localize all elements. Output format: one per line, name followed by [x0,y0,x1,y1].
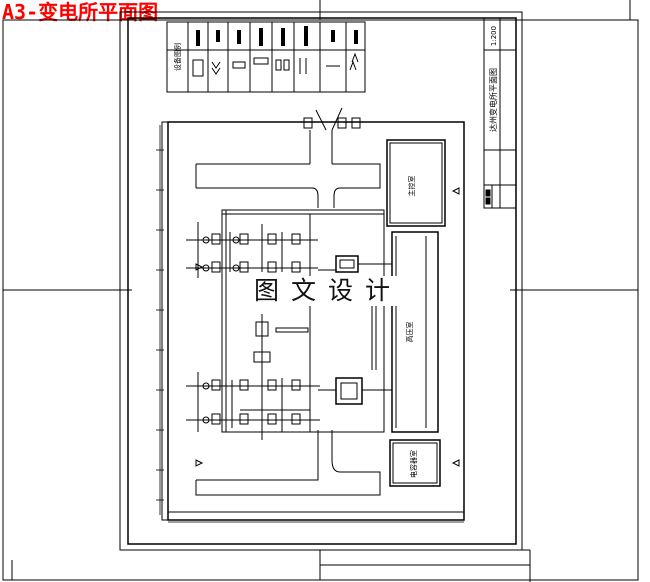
upper-bays [186,222,318,278]
main-transformers [318,255,392,405]
gate [303,107,361,131]
title-block: 达州变电所平面图 1:200 [483,17,517,209]
markers [195,187,460,467]
switchyard-fence [221,209,385,433]
dimension-chain-left [156,125,164,515]
lower-bays [186,372,320,432]
watermark-text: 图文设计 [248,276,408,306]
main-control-room-label: 主控室 [407,176,416,197]
hv-room-label: 高压室 [405,322,414,343]
legend-table: 设备图例 [166,21,366,93]
drawing-border [127,17,517,545]
drawing-title: 达州变电所平面图 [488,68,498,132]
legend-heading: 设备图例 [173,43,182,71]
scale-label: 1:200 [490,26,498,46]
main-control-room: 主控室 [386,139,446,227]
capacitor-room: 电容器室 [389,439,441,487]
roads [195,130,381,496]
hv-room: 高压室 [391,231,439,433]
site-boundary [161,121,465,521]
capacitor-room-label: 电容器室 [409,450,418,478]
